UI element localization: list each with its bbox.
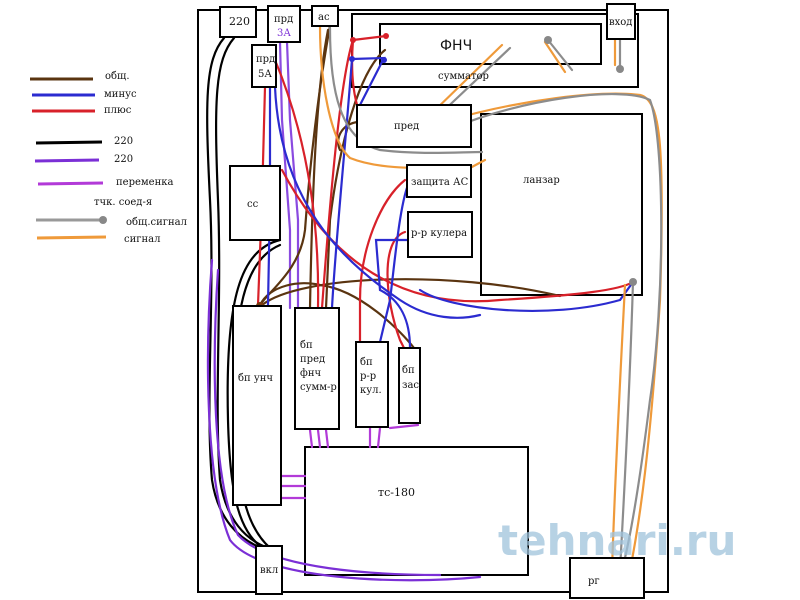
label-lanzar: ланзар (523, 175, 560, 186)
legend-line-220-violet (34, 158, 100, 163)
lanzar-block (480, 113, 643, 296)
enclosure (197, 9, 669, 593)
label-ss: сс (247, 199, 259, 210)
label-protection: защита АС (411, 177, 469, 188)
psu-protection-block (398, 347, 421, 424)
preamp-block (356, 104, 472, 148)
junction-dot-icon (381, 57, 387, 63)
speaker-protection-block (406, 164, 472, 198)
speaker-output-block (311, 5, 339, 27)
label-220: 220 (229, 15, 250, 28)
input-block (606, 3, 636, 40)
label-psu-preamp: сумм-р (300, 382, 337, 393)
power-switch-block (255, 545, 283, 595)
legend-label: 220 (114, 136, 133, 147)
label-cooler-controller: р-р кулера (411, 228, 467, 239)
label-fuse-3a: прд (274, 14, 293, 25)
label-psu-protection: бп (402, 365, 415, 376)
label-transformer: тс-180 (378, 486, 415, 499)
legend-note: тчк. соед-я (94, 197, 152, 208)
legend-label: общ. (105, 71, 130, 82)
legend-label: минус (104, 89, 137, 100)
fuse-3a-block (267, 5, 301, 43)
label-fnch: ФНЧ (440, 38, 472, 54)
legend-line-ac (37, 181, 104, 186)
ss-block (229, 165, 281, 241)
psu-preamp-block (294, 307, 340, 430)
junction-dot-icon (350, 37, 356, 43)
legend: общ. минус плюс 220 220 переменка тчк. с… (30, 71, 187, 245)
label-fuse-5a-rating: 5А (258, 69, 272, 80)
label-preamp: пред (394, 121, 419, 132)
legend-label: 220 (114, 154, 133, 165)
junction-dot-icon (544, 36, 552, 44)
label-psu-preamp: бп (300, 340, 313, 351)
cooler-controller-block (407, 211, 473, 258)
block-labels: 220 прд 3А ас ФНЧ сумматор вход прд 5А п… (229, 12, 632, 587)
fnch-block (379, 23, 602, 65)
ts180-transformer (304, 446, 529, 576)
junction-dot-icon (99, 216, 107, 224)
label-volume-control: рг (588, 576, 600, 587)
label-as: ас (318, 12, 330, 23)
label-psu-power-amp: бп унч (238, 373, 273, 384)
wires (206, 24, 663, 582)
label-input: вход (609, 17, 632, 28)
legend-line-signal (36, 235, 107, 240)
junction-dot-icon (349, 56, 355, 62)
mains-220-block (219, 6, 257, 38)
label-fuse-3a-rating: 3А (277, 28, 291, 39)
legend-label: плюс (104, 105, 132, 116)
label-psu-cooler: кул. (360, 385, 382, 396)
legend-label: общ.сигнал (126, 217, 187, 228)
label-psu-cooler: бп (360, 357, 373, 368)
label-fuse-5a: прд (256, 54, 275, 65)
volume-control-block (569, 557, 645, 599)
junction-dot-icon (616, 65, 624, 73)
label-power-switch: вкл (260, 565, 278, 576)
psu-power-amp-block (232, 305, 282, 506)
psu-cooler-block (355, 341, 389, 428)
junction-dot-icon (629, 278, 637, 286)
label-psu-preamp: фнч (300, 368, 321, 379)
label-psu-cooler: р-р (360, 371, 376, 382)
fuse-5a-block (251, 44, 277, 88)
legend-line-220-black (35, 140, 103, 145)
label-psu-preamp: пред (300, 354, 325, 365)
legend-label: сигнал (124, 234, 160, 245)
legend-label: переменка (116, 177, 174, 188)
watermark: tehnari.ru (498, 516, 736, 565)
label-summator: сумматор (438, 71, 489, 82)
label-psu-protection: зас (402, 380, 419, 391)
junction-dot-icon (383, 33, 389, 39)
